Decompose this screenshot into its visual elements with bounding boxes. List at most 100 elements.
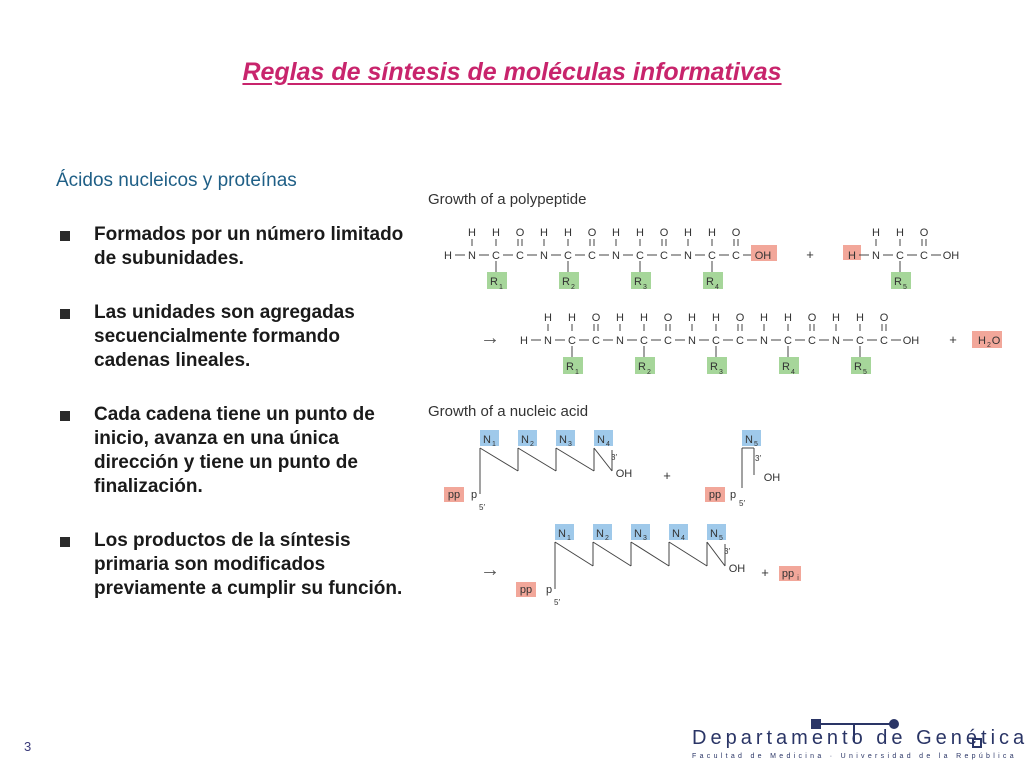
atom-oh: OH bbox=[943, 250, 960, 262]
r-group-subscript: 5 bbox=[863, 369, 867, 376]
r-group-label: R bbox=[710, 361, 718, 373]
bullet-text: Formados por un número limitado de subun… bbox=[94, 224, 404, 269]
atom-c: C bbox=[784, 335, 792, 347]
r-group-box bbox=[559, 272, 579, 289]
pp-box bbox=[444, 487, 464, 502]
atom-h: H bbox=[896, 227, 904, 239]
r-group-label: R bbox=[566, 361, 574, 373]
atom-c: C bbox=[588, 250, 596, 262]
atom-h: H bbox=[784, 312, 792, 324]
nucleotide-box bbox=[707, 524, 726, 540]
bullet-square-icon bbox=[60, 309, 70, 319]
atom-c: C bbox=[564, 250, 572, 262]
nucleotide-box bbox=[480, 430, 499, 446]
atom-h: H bbox=[684, 227, 692, 239]
atom-o: O bbox=[736, 312, 745, 324]
r-group-label: R bbox=[706, 276, 714, 288]
h2o-highlight bbox=[972, 331, 1002, 348]
bullet-item: Cada cadena tiene un punto de inicio, av… bbox=[58, 403, 408, 499]
bullet-text: Cada cadena tiene un punto de inicio, av… bbox=[94, 404, 375, 497]
atom-o: O bbox=[660, 227, 669, 239]
plus-sign: + bbox=[663, 468, 671, 483]
r-group-label: R bbox=[490, 276, 498, 288]
plus-sign: + bbox=[949, 332, 957, 347]
atom-c: C bbox=[516, 250, 524, 262]
atom-h: H bbox=[848, 250, 856, 262]
atom-c: C bbox=[896, 250, 904, 262]
backbone-line bbox=[554, 541, 594, 567]
nucleotide-box bbox=[556, 430, 575, 446]
synthesis-figure: Growth of a polypeptide Growth of a nucl… bbox=[428, 191, 1002, 607]
atom-h: H bbox=[612, 227, 620, 239]
backbone-line bbox=[668, 541, 708, 567]
r-group-box bbox=[703, 272, 723, 289]
atom-o: O bbox=[588, 227, 597, 239]
atom-c: C bbox=[640, 335, 648, 347]
bullet-square-icon bbox=[60, 411, 70, 421]
atom-o: O bbox=[808, 312, 817, 324]
nucleotide-subscript: 3 bbox=[643, 535, 647, 542]
h2o-subscript: 2 bbox=[987, 342, 991, 349]
h2o-label: O bbox=[992, 335, 1001, 347]
atom-c: C bbox=[732, 250, 740, 262]
three-prime-label: 3′ bbox=[611, 453, 617, 462]
atom-c: C bbox=[492, 250, 500, 262]
atom-h: H bbox=[760, 312, 768, 324]
atom-n: N bbox=[616, 335, 624, 347]
atom-n: N bbox=[468, 250, 476, 262]
r-group-box bbox=[631, 272, 651, 289]
r-group-label: R bbox=[638, 361, 646, 373]
r-group-label: R bbox=[854, 361, 862, 373]
bullet-list: Formados por un número limitado de subun… bbox=[58, 223, 408, 631]
five-prime-label: 5′ bbox=[739, 499, 745, 508]
pp-box bbox=[516, 582, 536, 597]
oh-highlight bbox=[751, 245, 777, 261]
backbone-line bbox=[593, 447, 613, 472]
nucleotide-label: N bbox=[597, 434, 605, 446]
atom-n: N bbox=[544, 335, 552, 347]
atom-h: H bbox=[568, 312, 576, 324]
nucleotide-subscript: 1 bbox=[492, 441, 496, 448]
atom-h: H bbox=[712, 312, 720, 324]
reaction-arrow: → bbox=[480, 327, 500, 349]
pp-label: pp bbox=[448, 489, 460, 501]
atom-h: H bbox=[468, 227, 476, 239]
ppi-box bbox=[779, 566, 801, 581]
r-group-subscript: 3 bbox=[719, 369, 723, 376]
nucleotide-label: N bbox=[558, 528, 566, 540]
r-group-subscript: 4 bbox=[791, 369, 795, 376]
r-group-label: R bbox=[634, 276, 642, 288]
atom-h: H bbox=[492, 227, 500, 239]
phosphate-label: p bbox=[546, 584, 552, 596]
faculty-name: Facultad de Medicina · Universidad de la… bbox=[692, 753, 1017, 760]
bullet-square-icon bbox=[60, 537, 70, 547]
nucleotide-label: N bbox=[559, 434, 567, 446]
three-prime-label: 3′ bbox=[755, 454, 761, 463]
atom-oh: OH bbox=[729, 563, 746, 575]
five-prime-label: 5′ bbox=[554, 598, 560, 607]
atom-h: H bbox=[544, 312, 552, 324]
atom-o: O bbox=[920, 227, 929, 239]
nucleotide-subscript: 4 bbox=[606, 441, 610, 448]
backbone-line bbox=[592, 541, 632, 567]
atom-h: H bbox=[832, 312, 840, 324]
bullet-square-icon bbox=[60, 231, 70, 241]
nucleotide-label: N bbox=[596, 528, 604, 540]
backbone-line bbox=[555, 447, 595, 472]
atom-oh: OH bbox=[903, 335, 920, 347]
atom-h: H bbox=[640, 312, 648, 324]
atom-o: O bbox=[592, 312, 601, 324]
atom-oh: OH bbox=[764, 472, 781, 484]
atom-c: C bbox=[880, 335, 888, 347]
nucleotide-subscript: 2 bbox=[605, 535, 609, 542]
page-number: 3 bbox=[24, 739, 32, 754]
r-group-subscript: 4 bbox=[715, 284, 719, 291]
backbone-line bbox=[706, 541, 726, 567]
reaction-arrow: → bbox=[480, 559, 500, 581]
pp-label: pp bbox=[709, 489, 721, 501]
atom-n: N bbox=[684, 250, 692, 262]
backbone-line bbox=[479, 447, 519, 472]
r-group-box bbox=[891, 272, 911, 289]
atom-c: C bbox=[708, 250, 716, 262]
polypeptide-heading: Growth of a polypeptide bbox=[428, 191, 586, 208]
